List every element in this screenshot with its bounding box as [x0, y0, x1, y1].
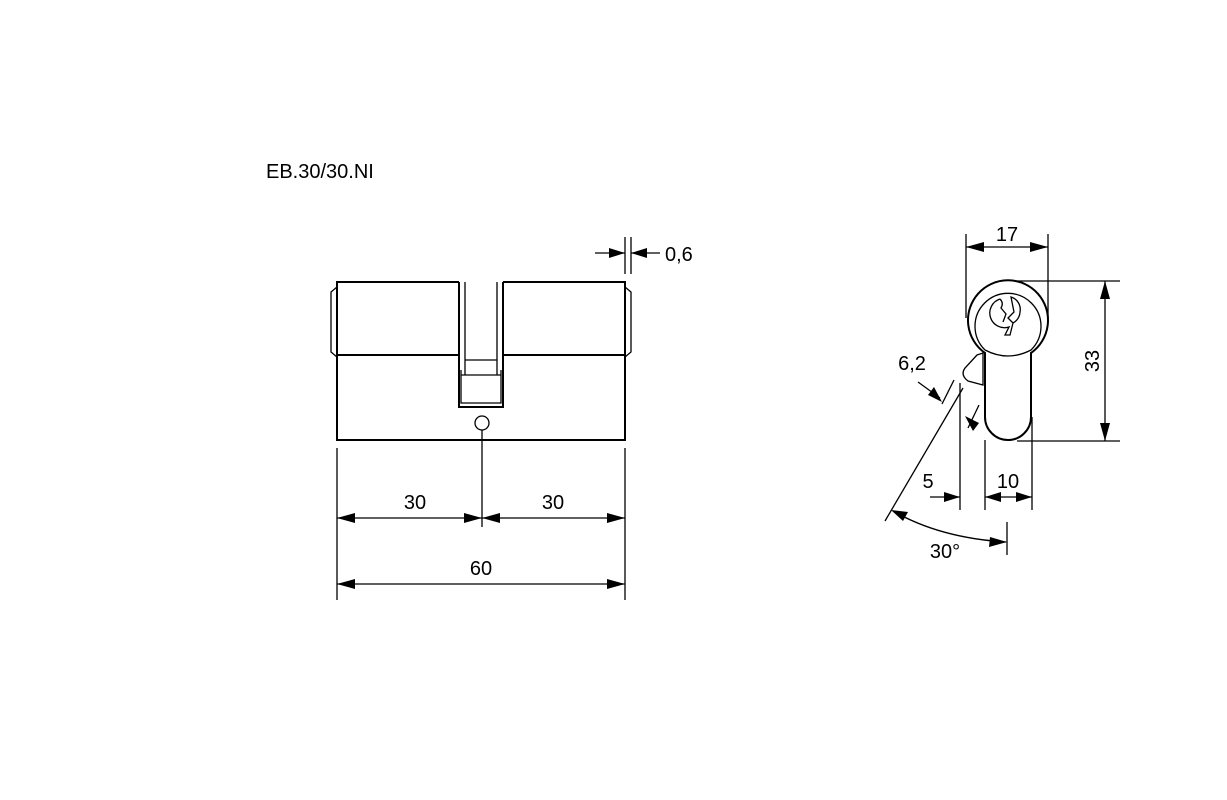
dim-height: 33: [1082, 350, 1104, 372]
dim-cap: 0,6: [665, 244, 693, 266]
profile-outline: [967, 279, 1049, 441]
right-cap: [624, 286, 632, 358]
dim-total: 60: [470, 558, 492, 580]
screw-hole: [474, 415, 490, 431]
cam-slot: [458, 282, 504, 408]
model-title: EB.30/30.NI: [266, 161, 374, 183]
keyway: [989, 296, 1021, 336]
front-view: 17 33 10 5 6,2 30°: [884, 224, 1120, 563]
dim-left: 30: [404, 492, 426, 514]
dim-bottom: 10: [997, 471, 1019, 493]
plug-ring: [974, 292, 1042, 357]
left-cap: [330, 286, 338, 358]
dim-right: 30: [542, 492, 564, 514]
dim-width: 17: [996, 224, 1018, 246]
dim-offset: 5: [922, 471, 933, 493]
dim-cam: 6,2: [898, 353, 926, 375]
dim-angle: 30°: [930, 541, 960, 563]
cam: [962, 352, 984, 386]
side-view: 30 30 60 0,6: [330, 237, 693, 600]
